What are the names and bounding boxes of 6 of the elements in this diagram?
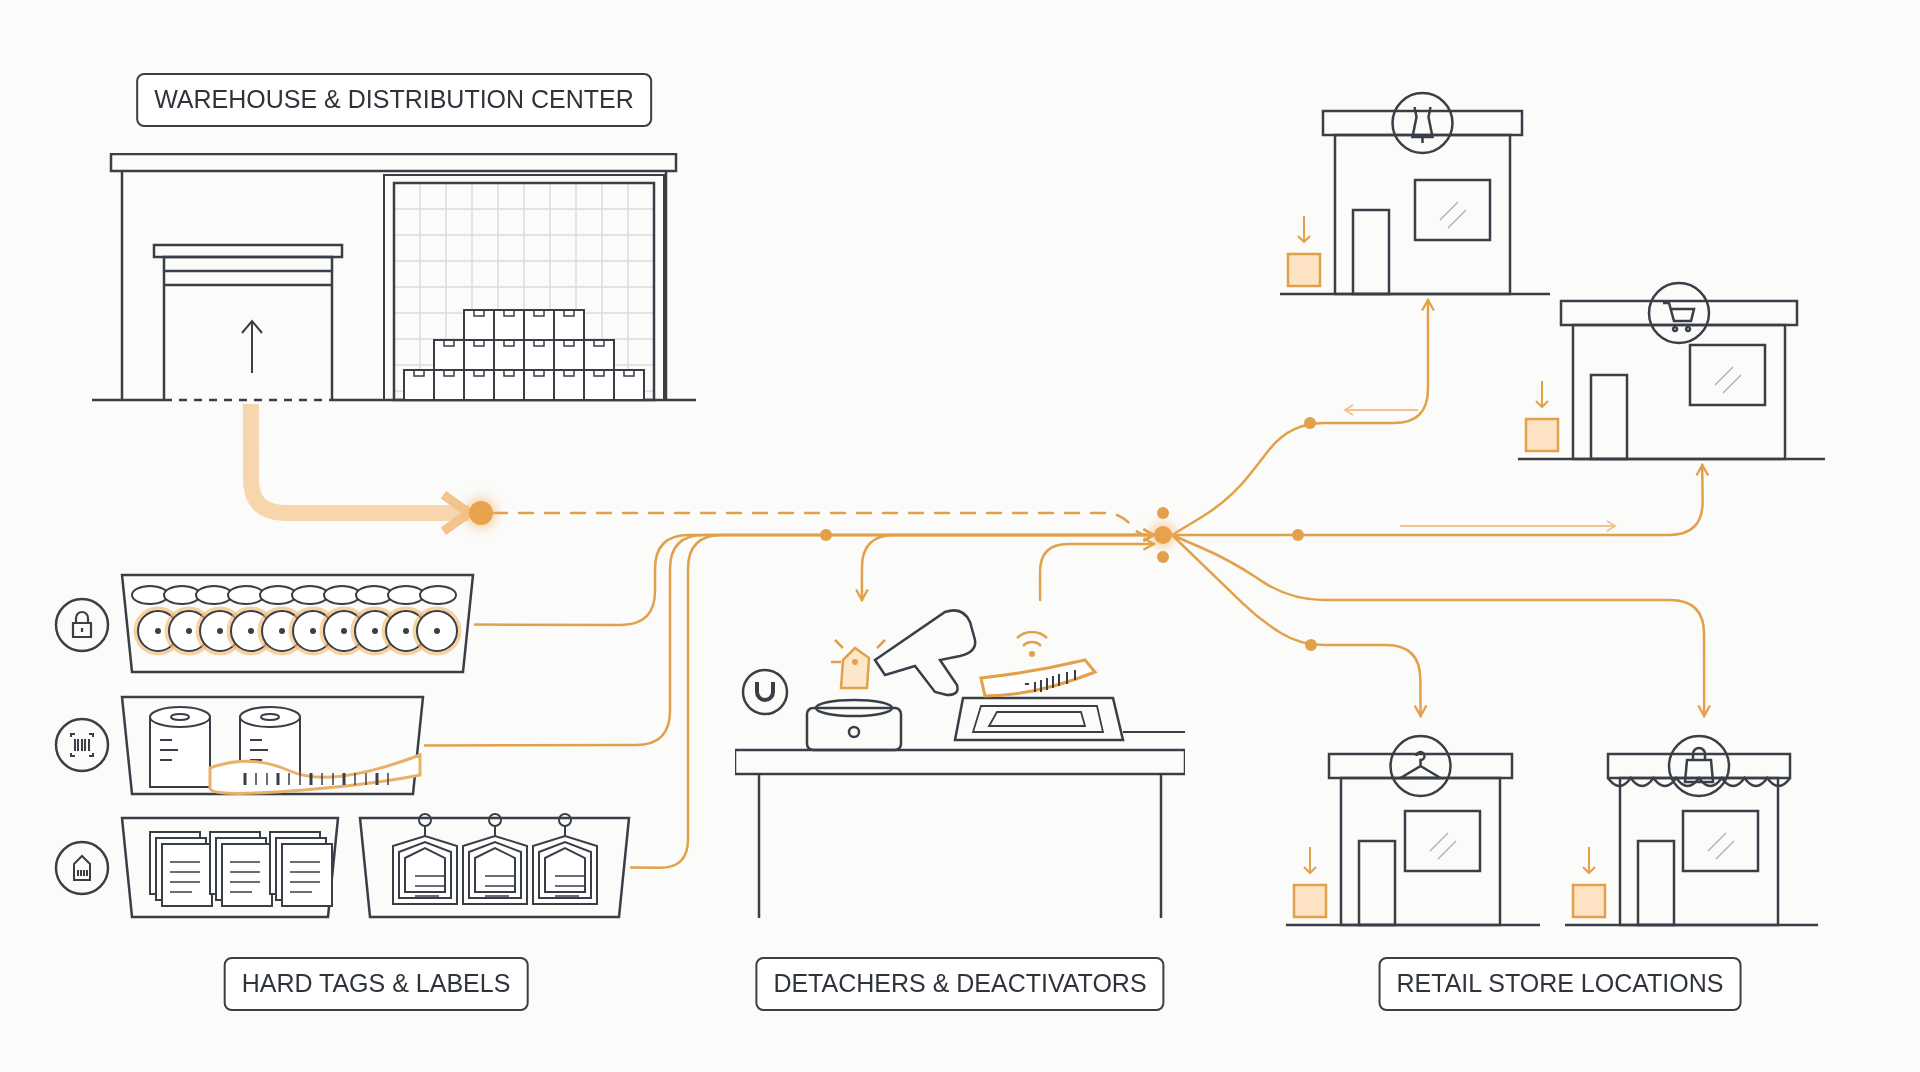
- section-label: RETAIL STORE LOCATIONS: [1378, 957, 1742, 1011]
- section-label: HARD TAGS & LABELS: [223, 957, 529, 1011]
- flow-arrow: [1038, 537, 1156, 602]
- section-label: DETACHERS & DEACTIVATORS: [755, 957, 1165, 1011]
- flow-arrow: [629, 528, 1156, 869]
- section-label: WAREHOUSE & DISTRIBUTION CENTER: [136, 73, 652, 127]
